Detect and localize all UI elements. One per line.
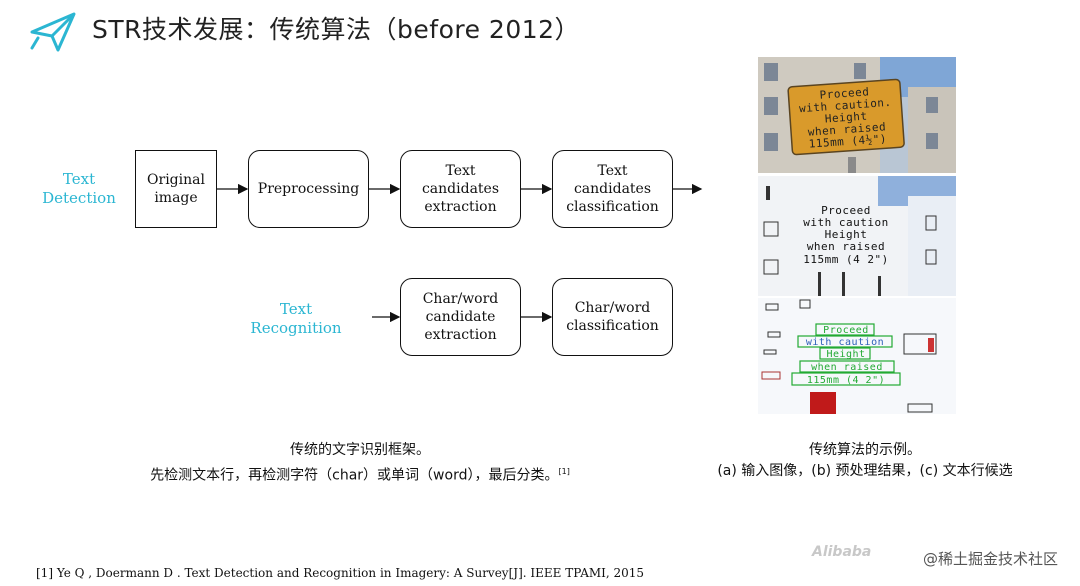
right-caption: 传统算法的示例。 (a) 输入图像，(b) 预处理结果，(c) 文本行候选 <box>700 440 1030 482</box>
reference-marker: [1] <box>558 467 569 476</box>
char-word-classification-box: Char/word classification <box>552 278 673 356</box>
text-recognition-label: Text Recognition <box>248 300 344 338</box>
page-title: STR技术发展：传统算法（before 2012） <box>92 10 580 50</box>
left-caption: 传统的文字识别框架。 先检测文本行，再检测字符（char）或单词（word），最… <box>110 440 610 487</box>
footnote-reference: [1] Ye Q , Doermann D . Text Detection a… <box>36 566 644 580</box>
input-image-photo: Proceed with caution. Height when raised… <box>758 57 956 173</box>
sign-line: 115mm (4 2") <box>803 253 888 266</box>
preprocessing-result-photo: Proceed with caution Height when raised … <box>758 176 956 296</box>
text-detection-label: Text Detection <box>38 170 120 208</box>
original-image-box: Original image <box>135 150 217 228</box>
right-caption-line2: (a) 输入图像，(b) 预处理结果，(c) 文本行候选 <box>700 461 1030 482</box>
left-caption-text: 先检测文本行，再检测字符（char）或单词（word），最后分类。 <box>150 468 558 484</box>
paper-plane-icon <box>28 8 78 54</box>
right-caption-line1: 传统算法的示例。 <box>700 440 1030 461</box>
sign-line: when raised <box>807 240 885 253</box>
sign-line: when raised <box>811 362 883 373</box>
sign-line: with caution <box>806 337 884 348</box>
alibaba-watermark-logo: Alibaba <box>812 544 871 560</box>
sign-line: Height <box>826 349 865 360</box>
text-candidates-classification-box: Text candidates classification <box>552 150 673 228</box>
left-caption-line1: 传统的文字识别框架。 <box>110 440 610 461</box>
left-caption-line2: 先检测文本行，再检测字符（char）或单词（word），最后分类。[1] <box>110 461 610 487</box>
watermark-text: @稀土掘金技术社区 <box>923 548 1058 569</box>
char-word-candidate-extraction-box: Char/word candidate extraction <box>400 278 521 356</box>
text-line-candidates-photo: Proceed with caution Height when raised … <box>758 298 956 414</box>
text-candidates-extraction-box: Text candidates extraction <box>400 150 521 228</box>
sign-line: 115mm (4 2") <box>807 375 885 386</box>
preprocessing-box: Preprocessing <box>248 150 369 228</box>
sign-line: Proceed <box>823 325 869 336</box>
